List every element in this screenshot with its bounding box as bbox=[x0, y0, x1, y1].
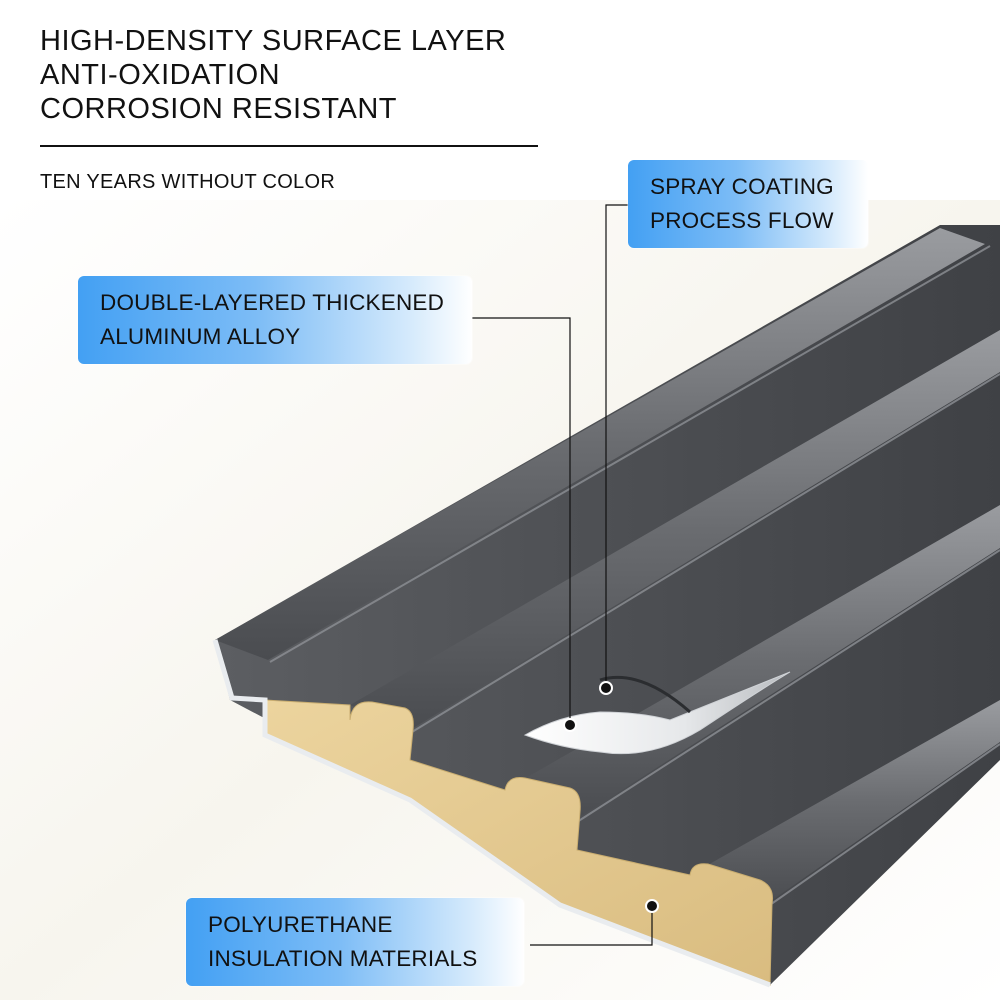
spray-coating-line-1: SPRAY COATING bbox=[650, 174, 834, 199]
headline-line-3: CORROSION RESISTANT bbox=[40, 93, 397, 125]
aluminum-alloy-callout: DOUBLE-LAYERED THICKENED ALUMINUM ALLOY bbox=[78, 276, 472, 364]
panel-highlights bbox=[269, 245, 1000, 908]
headline-line-2: ANTI-OXIDATION bbox=[40, 59, 281, 91]
spray-coating-line-2: PROCESS FLOW bbox=[650, 208, 834, 233]
leader-lines bbox=[471, 204, 653, 946]
panel-rib-2 bbox=[350, 330, 1000, 730]
headline: HIGH-DENSITY SURFACE LAYER ANTI-OXIDATIO… bbox=[40, 24, 506, 126]
marker-dots bbox=[563, 681, 659, 913]
peeled-film bbox=[523, 671, 791, 755]
spray-marker bbox=[599, 681, 613, 695]
polyurethane-line-1: POLYURETHANE bbox=[208, 912, 393, 937]
polyurethane-callout: POLYURETHANE INSULATION MATERIALS bbox=[186, 898, 524, 986]
polyurethane-line-2: INSULATION MATERIALS bbox=[208, 946, 478, 971]
foam-marker bbox=[645, 899, 659, 913]
aluminum-line-1: DOUBLE-LAYERED THICKENED bbox=[100, 290, 445, 315]
aluminum-line-2: ALUMINUM ALLOY bbox=[100, 324, 301, 349]
panel-rib-1 bbox=[215, 228, 985, 660]
panel-rib-4 bbox=[690, 700, 1000, 905]
tagline: TEN YEARS WITHOUT COLOR bbox=[40, 171, 336, 193]
divider bbox=[40, 145, 538, 147]
spray-coating-callout: SPRAY COATING PROCESS FLOW bbox=[628, 160, 868, 248]
aluminum-marker bbox=[563, 718, 577, 732]
headline-line-1: HIGH-DENSITY SURFACE LAYER bbox=[40, 25, 507, 57]
film-shadow bbox=[599, 675, 691, 714]
panel-edge bbox=[212, 639, 771, 988]
foam-core bbox=[264, 699, 773, 986]
